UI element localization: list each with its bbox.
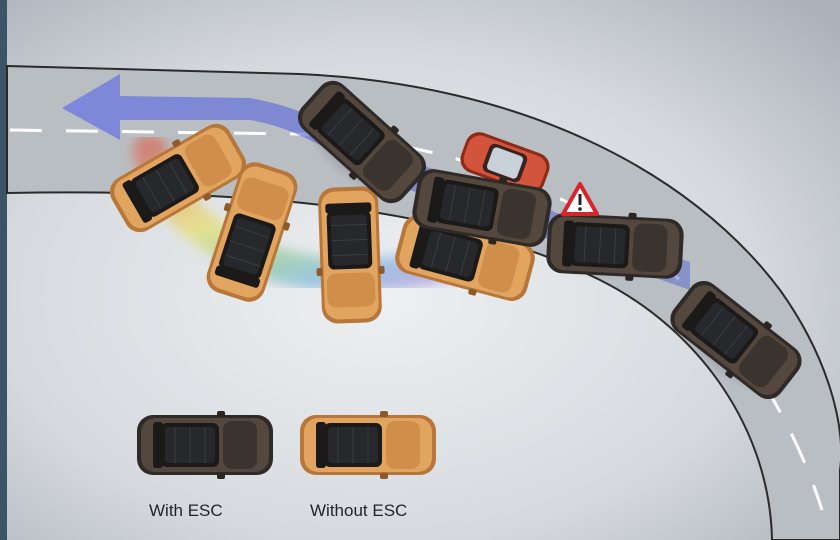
legend-without-esc-car <box>299 410 437 480</box>
car-with-esc-3 <box>544 207 686 285</box>
legend-with-esc-label: With ESC <box>149 501 223 520</box>
triangle-warning-icon <box>561 182 599 216</box>
car-without-esc-3 <box>313 185 387 325</box>
left-edge-strip <box>0 0 7 540</box>
legend-without-esc-label: Without ESC <box>310 501 408 520</box>
legend-with-esc-car <box>136 410 274 480</box>
